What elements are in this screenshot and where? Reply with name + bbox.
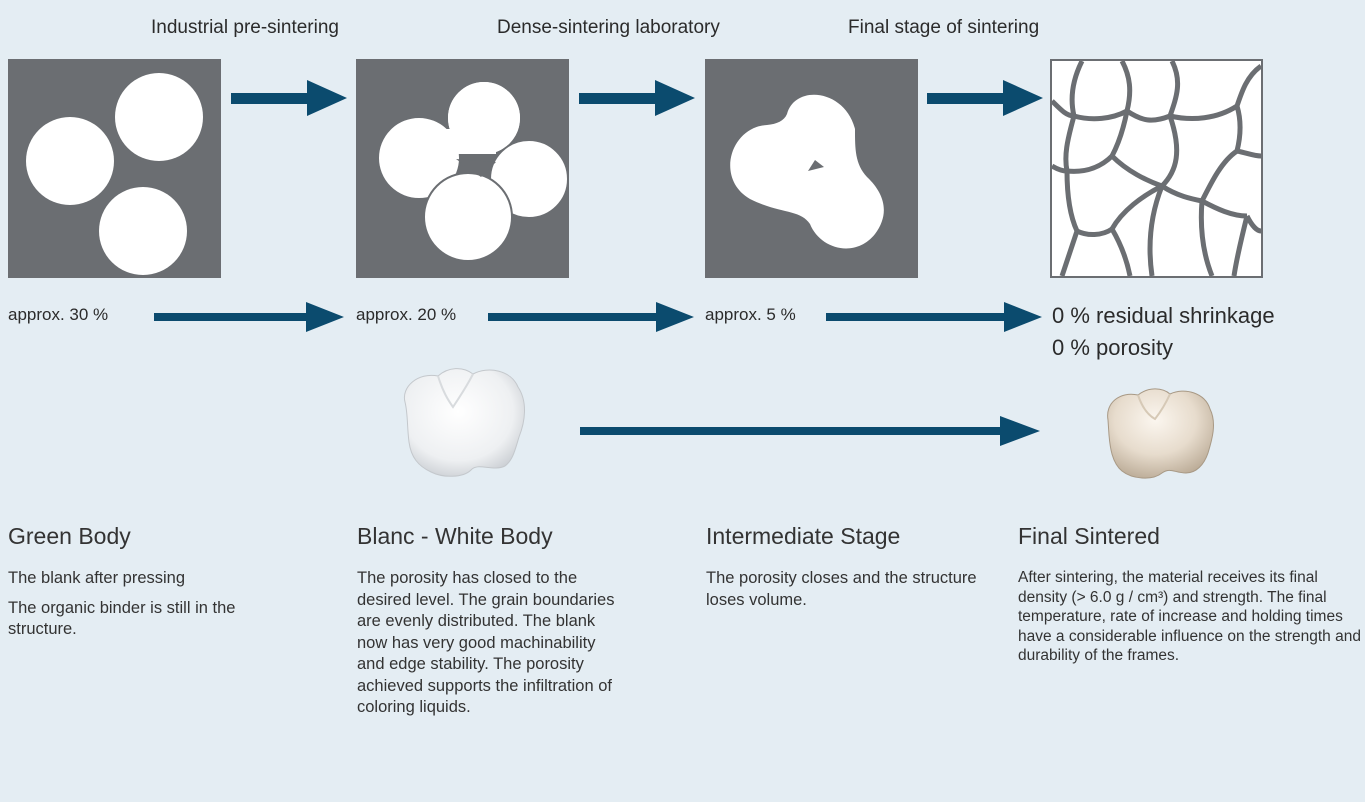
stage-desc-paragraph: The organic binder is still in the struc… <box>8 598 236 639</box>
process-label-dense-sintering: Dense-sintering laboratory <box>497 17 720 38</box>
white-body-diagram <box>356 59 569 278</box>
particle <box>115 73 203 161</box>
stage-title-white-body: Blanc - White Body <box>357 523 553 549</box>
final-porosity: 0 % porosity <box>1052 335 1174 360</box>
particle <box>99 187 187 275</box>
shrinkage-arrow <box>488 302 694 332</box>
process-label-final-stage: Final stage of sintering <box>848 17 1040 38</box>
intermediate-stage-diagram <box>705 59 918 278</box>
shrinkage-arrow <box>826 302 1042 332</box>
stage-title-intermediate: Intermediate Stage <box>706 523 901 549</box>
stage-desc-green-body: The blank after pressing The organic bin… <box>8 568 308 649</box>
stage-desc-paragraph: The porosity has closed to the desired l… <box>357 569 615 716</box>
stage-desc-intermediate: The porosity closes and the structure lo… <box>706 568 978 619</box>
shrinkage-white-body: approx. 20 % <box>356 305 457 324</box>
shrinkage-intermediate: approx. 5 % <box>705 305 796 324</box>
process-long-arrow <box>580 416 1040 446</box>
sintered-tooth-crown-image <box>1107 388 1214 479</box>
stage-desc-paragraph: The porosity closes and the structure lo… <box>706 569 977 609</box>
green-body-diagram <box>8 59 221 278</box>
process-label-pre-sintering: Industrial pre-sintering <box>151 17 339 38</box>
stage-title-green-body: Green Body <box>8 523 131 549</box>
white-tooth-crown-image <box>403 368 525 477</box>
particle <box>26 117 114 205</box>
process-arrow <box>231 80 347 116</box>
shrinkage-green-body: approx. 30 % <box>8 305 109 324</box>
stage-title-final-sintered: Final Sintered <box>1018 523 1160 549</box>
stage-desc-white-body: The porosity has closed to the desired l… <box>357 568 622 727</box>
process-arrow <box>927 80 1043 116</box>
shrinkage-arrow <box>154 302 344 332</box>
stage-desc-paragraph: The blank after pressing <box>8 569 186 587</box>
final-sintered-diagram <box>1050 59 1263 278</box>
stage-desc-paragraph: After sintering, the material receives i… <box>1018 569 1361 664</box>
stage-desc-final-sintered: After sintering, the material receives i… <box>1018 568 1362 674</box>
process-arrow <box>579 80 695 116</box>
final-shrinkage: 0 % residual shrinkage <box>1052 303 1275 328</box>
